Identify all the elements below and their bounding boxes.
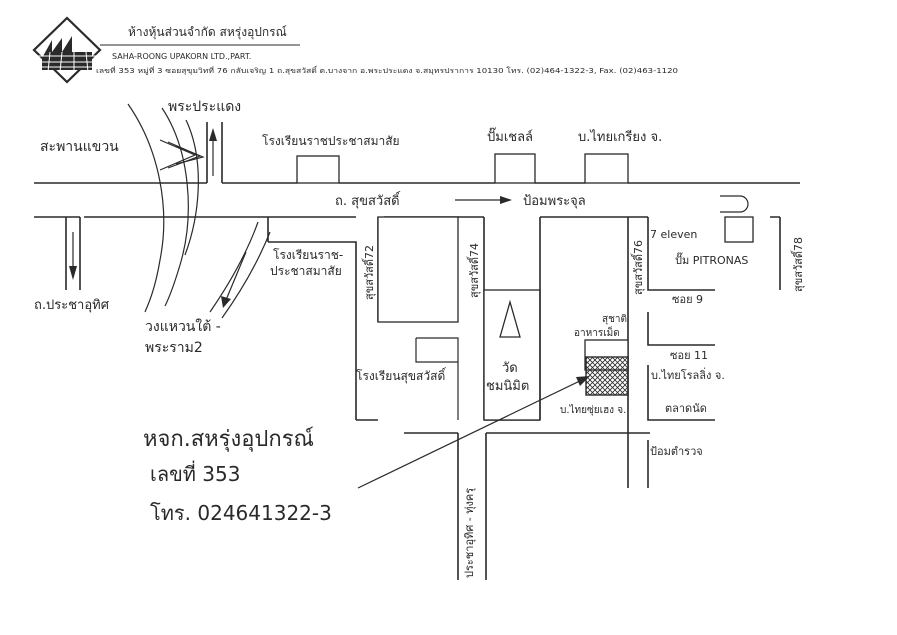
seven-eleven-building bbox=[724, 216, 754, 243]
south-arrow-icon bbox=[69, 266, 77, 280]
pracha-uthit-road bbox=[65, 217, 81, 290]
callout-pointer bbox=[357, 377, 587, 489]
lower-roads bbox=[404, 432, 650, 580]
label-talad-nad: ตลาดนัด bbox=[665, 402, 707, 415]
label-soi-11: ซอย 11 bbox=[670, 349, 708, 362]
label-soi-78: สุขสวัสดิ์78 bbox=[790, 237, 805, 292]
phra-pradaeng-road bbox=[206, 122, 223, 183]
label-ring-road-1: วงแหวนใต้ - bbox=[145, 318, 221, 335]
label-suksawat-road: ถ. สุขสวัสดิ์ bbox=[335, 191, 401, 209]
thai-krieng-building bbox=[584, 153, 629, 184]
suspension-bridge-curves bbox=[127, 103, 199, 313]
suksawat-road bbox=[34, 182, 800, 218]
label-soi-9: ซอย 9 bbox=[672, 293, 703, 306]
label-phra-pradaeng: พระประแดง bbox=[168, 99, 241, 115]
company-address: เลขที่ 353 หมู่ที่ 3 ซอยสุขุมวิทที่ 76 ก… bbox=[96, 65, 678, 75]
label-pracha-thung-khru: ประชาอุทิศ - ทุ่งครุ bbox=[463, 488, 476, 578]
label-shell-pump: ปั๊มเชลล์ bbox=[487, 127, 533, 145]
label-ring-road-2: พระราม2 bbox=[145, 340, 203, 356]
label-school-mid-1: โรงเรียนราช- bbox=[273, 248, 343, 262]
callout-phone: โทร. 024641322-3 bbox=[150, 501, 332, 525]
label-suchat-1: สุชาติ bbox=[602, 314, 627, 325]
label-school-top: โรงเรียนราชประชาสมาสัย bbox=[262, 134, 400, 148]
bridge-chevron-icon bbox=[159, 139, 205, 171]
label-wat-2: ชมนิมิต bbox=[486, 379, 529, 394]
label-soi-74: สุขสวัสดิ์74 bbox=[466, 243, 481, 298]
label-police-box: ป้อมตำรวจ bbox=[650, 445, 703, 458]
school-suksawat-building bbox=[416, 337, 459, 420]
label-pitronas: ปั๊ม PITRONAS bbox=[675, 252, 748, 267]
label-saphan-khwaen: สะพานแขวน bbox=[40, 139, 119, 155]
ring-road bbox=[209, 221, 271, 319]
target-site-marker bbox=[585, 356, 629, 396]
callout-company-name: หจก.สหรุ่งอุปกรณ์ bbox=[143, 427, 314, 452]
u-turn-icon bbox=[720, 195, 749, 213]
east-arrow-icon bbox=[500, 196, 512, 204]
label-suchat-2: อาหารเม็ด bbox=[574, 325, 620, 339]
label-seven-eleven: 7 eleven bbox=[650, 228, 697, 241]
label-school-suksawat: โรงเรียนสุขสวัสดิ์ bbox=[356, 367, 447, 384]
company-logo bbox=[32, 16, 102, 84]
label-thai-rolling: บ.ไทยโรลลิ่ง จ. bbox=[651, 367, 725, 382]
callout-arrow-icon bbox=[576, 376, 590, 386]
shell-pump-building bbox=[494, 153, 536, 184]
label-soi-76: สุขสวัสดิ์76 bbox=[630, 240, 645, 295]
soi-72-road bbox=[267, 216, 459, 421]
label-pom-phrachun: ป้อมพระจุล bbox=[523, 194, 586, 209]
company-name-thai: ห้างหุ้นส่วนจำกัด สหรุ่งอุปกรณ์ bbox=[128, 25, 287, 40]
ring-arrow-icon bbox=[221, 296, 231, 308]
label-soi-72: สุขสวัสดิ์72 bbox=[361, 245, 376, 300]
label-pracha-uthit-road: ถ.ประชาอุทิศ bbox=[34, 298, 110, 313]
company-name-english: SAHA-ROONG UPAKORN LTD.,PART. bbox=[112, 52, 251, 61]
label-thai-soon: บ.ไทยซุ่ยเฮง จ. bbox=[560, 404, 626, 416]
label-school-mid-2: ประชาสมาสัย bbox=[270, 264, 342, 278]
label-thai-krieng: บ.ไทยเกรียง จ. bbox=[578, 129, 662, 145]
ring-arrow-shaft bbox=[225, 251, 247, 301]
label-wat-1: วัด bbox=[502, 361, 518, 376]
temple-icon bbox=[499, 299, 521, 338]
north-arrow-icon bbox=[209, 128, 217, 141]
callout-address-number: เลขที่ 353 bbox=[150, 460, 240, 486]
school-building-top bbox=[296, 155, 340, 184]
